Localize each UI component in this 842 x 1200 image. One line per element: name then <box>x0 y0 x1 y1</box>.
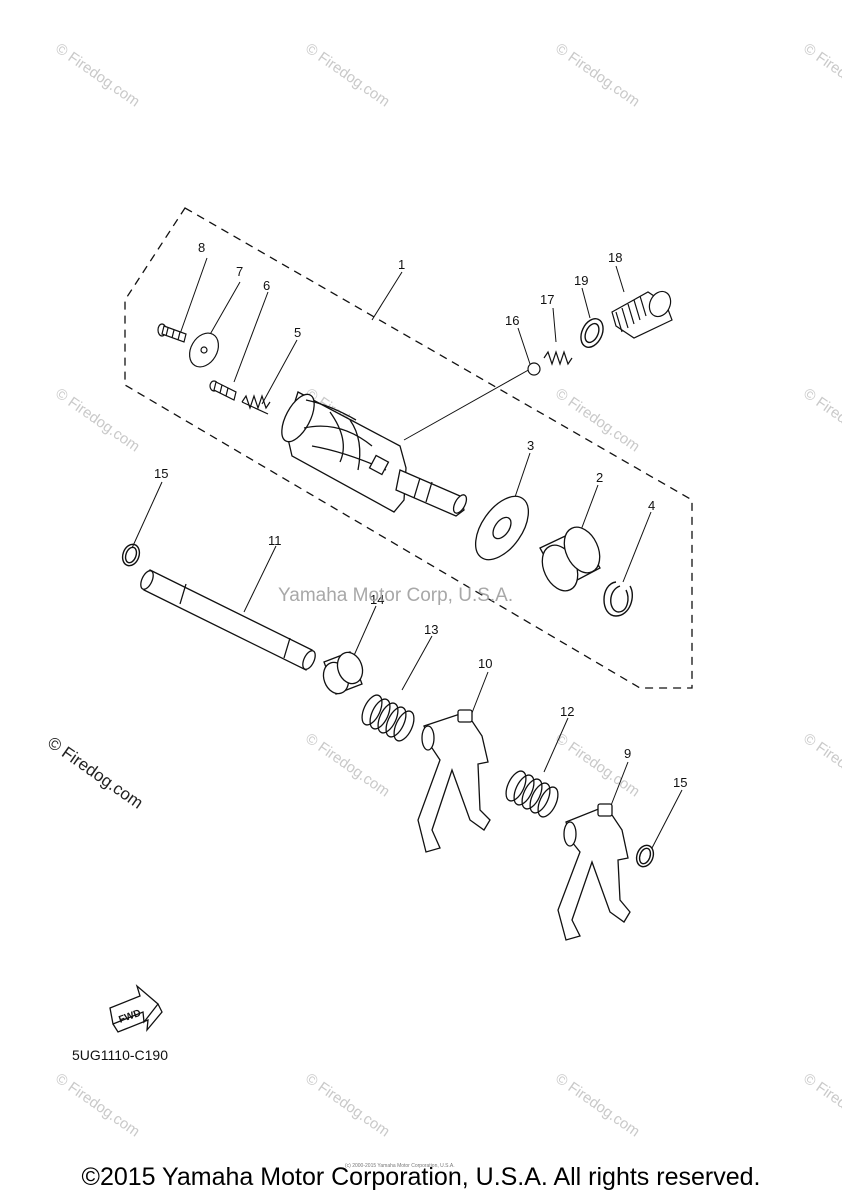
part-small-spring <box>241 394 271 415</box>
copyright-footer: ©2015 Yamaha Motor Corporation, U.S.A. A… <box>81 1163 761 1191</box>
part-circlip-left <box>121 543 141 567</box>
callout-15-left: 15 <box>154 466 168 481</box>
part-shift-cam <box>281 391 468 517</box>
part-collar <box>322 651 364 695</box>
part-gasket <box>580 318 604 348</box>
part-circlip <box>603 581 634 617</box>
part-ball <box>527 362 541 376</box>
callout-4: 4 <box>648 498 655 513</box>
part-washer <box>474 495 530 561</box>
leader-lines <box>131 257 683 849</box>
callout-10: 10 <box>478 656 492 671</box>
tiny-copyright-note: (c) 2000-2015 Yamaha Motor Corporation, … <box>345 1163 455 1169</box>
callout-2: 2 <box>596 470 603 485</box>
callout-8: 8 <box>198 240 205 255</box>
diagram-code: 5UG1110-C190 <box>72 1047 168 1063</box>
part-circlip-right <box>635 844 655 868</box>
callout-9: 9 <box>624 746 631 761</box>
part-shift-fork-shaft <box>140 569 316 671</box>
part-detent-spring <box>543 350 573 366</box>
callout-17: 17 <box>540 292 554 307</box>
callout-13: 13 <box>424 622 438 637</box>
part-spring-lower <box>505 770 559 818</box>
part-pin <box>209 380 237 401</box>
part-shift-fork-rear <box>557 803 631 941</box>
callout-3: 3 <box>527 438 534 453</box>
callout-15-right: 15 <box>673 775 687 790</box>
callout-1: 1 <box>398 257 405 272</box>
part-spring-upper <box>361 694 415 742</box>
part-bolt <box>157 323 187 343</box>
callout-12: 12 <box>560 704 574 719</box>
callout-19: 19 <box>574 273 588 288</box>
callout-11: 11 <box>268 533 282 548</box>
part-plug-bolt <box>611 290 673 339</box>
fwd-arrow-icon: FWD <box>109 984 163 1033</box>
callout-16: 16 <box>505 313 519 328</box>
callout-7: 7 <box>236 264 243 279</box>
part-shift-fork-front <box>417 709 491 853</box>
callout-14: 14 <box>370 592 384 607</box>
callout-18: 18 <box>608 250 622 265</box>
callout-6: 6 <box>263 278 270 293</box>
part-bearing-sleeve <box>539 526 601 592</box>
part-plate <box>188 332 220 368</box>
center-watermark: Yamaha Motor Corp, U.S.A. <box>278 585 514 606</box>
callout-5: 5 <box>294 325 301 340</box>
